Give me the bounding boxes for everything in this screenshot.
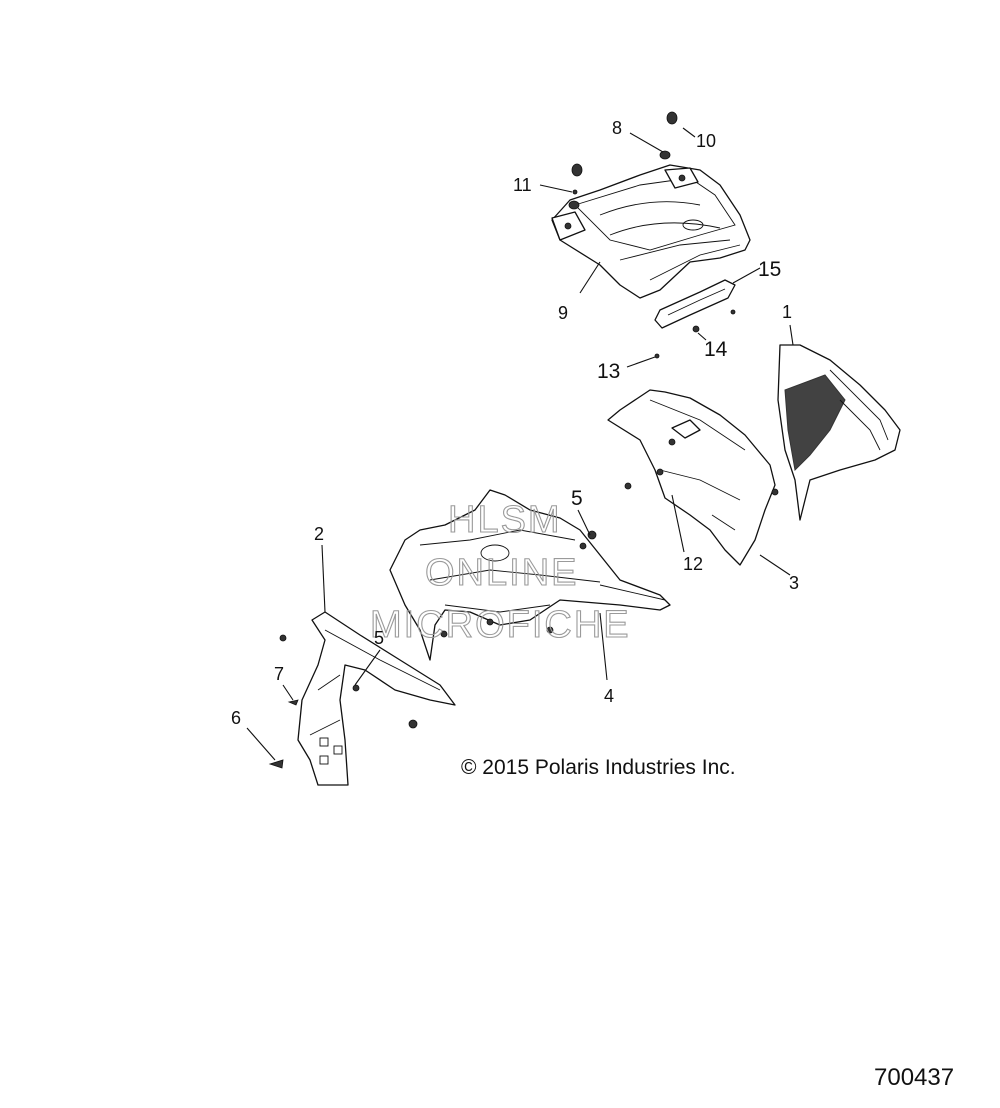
- watermark-line-1: HLSM: [448, 499, 562, 541]
- callout-1: 1: [782, 302, 792, 322]
- callout-6: 6: [231, 708, 241, 728]
- copyright-notice: © 2015 Polaris Industries Inc.: [461, 756, 736, 779]
- callout-8: 12: [683, 554, 703, 574]
- callout-9: 8: [612, 118, 622, 138]
- callout-13: 13: [597, 360, 620, 383]
- hardware-fasteners: [268, 111, 779, 769]
- callout-5-left: 5: [374, 628, 384, 648]
- callout-7: 7: [274, 664, 284, 684]
- callout-4: 4: [604, 686, 614, 706]
- callout-5-top: 5: [571, 487, 583, 510]
- callout-2: 2: [314, 524, 324, 544]
- callout-12: 11: [513, 175, 532, 195]
- part-15-trim: [654, 279, 736, 329]
- figure-number: 700437: [874, 1064, 955, 1091]
- callout-15: 15: [758, 258, 781, 281]
- callout-11: 10: [696, 131, 716, 151]
- watermark-line-2: ONLINE: [425, 552, 578, 594]
- callouts: 8 10 11 9 15 14 13 1 2 3 12 5 4 5 7 6: [231, 118, 799, 728]
- callout-14: 14: [704, 338, 728, 361]
- watermark: HLSM ONLINE MICROFICHE: [369, 498, 631, 646]
- part-3-inner-panel: [607, 389, 776, 566]
- watermark-line-3: MICROFICHE: [370, 604, 631, 646]
- leader-lines: [246, 127, 794, 761]
- callout-3: 3: [789, 573, 799, 593]
- callout-10: 9: [558, 303, 568, 323]
- part-4-center-panel: [389, 489, 671, 661]
- part-1-side-panel: [777, 344, 901, 521]
- part-10-hood: [551, 164, 751, 299]
- part-2-fender: [297, 611, 456, 786]
